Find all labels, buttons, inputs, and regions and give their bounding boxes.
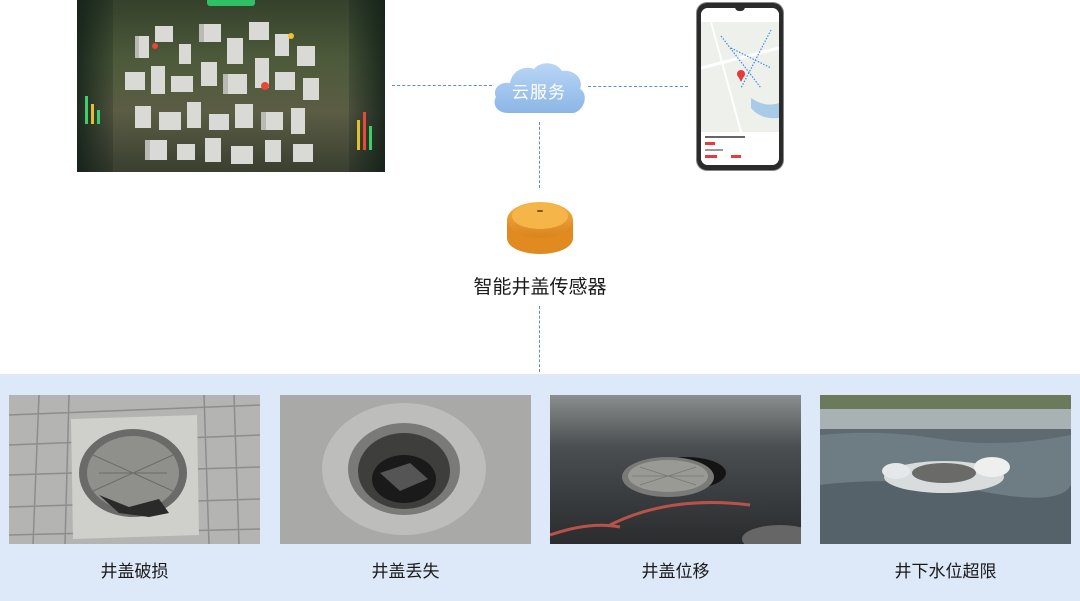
case-label-water-overflow: 井下水位超限 <box>894 562 997 582</box>
dashboard-gauge-bar <box>91 104 94 124</box>
phone-map-graphic <box>701 8 779 165</box>
connector-sensor-panel <box>539 306 540 372</box>
city-buildings-graphic <box>125 22 319 164</box>
phone-screen <box>701 8 779 165</box>
connector-dashboard-cloud <box>392 85 492 86</box>
case-image-displaced <box>550 395 801 544</box>
case-label-displaced: 井盖位移 <box>641 562 710 582</box>
connector-cloud-phone <box>588 86 688 87</box>
case-image-water-overflow <box>820 395 1071 544</box>
cloud-icon <box>494 63 585 113</box>
dashboard-left-panel <box>77 0 113 172</box>
dashboard-gauge-bar <box>369 126 372 150</box>
city-dashboard-image <box>77 0 385 172</box>
dashboard-gauge-bar <box>363 112 366 150</box>
cloud-service-label: 云服务 <box>512 83 566 103</box>
sensor-device-icon <box>507 202 573 254</box>
dashboard-gauge-bar <box>85 96 88 124</box>
scenario-panel: 井盖破损 井盖丢失 井盖位移 <box>0 374 1080 601</box>
sensor-label: 智能井盖传感器 <box>473 276 607 298</box>
dashboard-title-tab <box>207 0 255 6</box>
case-label-broken: 井盖破损 <box>100 562 169 582</box>
phone-notch <box>735 7 745 11</box>
case-image-missing <box>280 395 531 544</box>
case-image-broken <box>9 395 260 544</box>
dashboard-right-panel <box>349 0 385 172</box>
case-label-missing: 井盖丢失 <box>371 562 440 582</box>
dashboard-gauge-bar <box>357 120 360 150</box>
connector-cloud-sensor <box>539 122 540 188</box>
dashboard-gauge-bar <box>97 110 100 124</box>
mobile-phone-image <box>697 3 783 170</box>
